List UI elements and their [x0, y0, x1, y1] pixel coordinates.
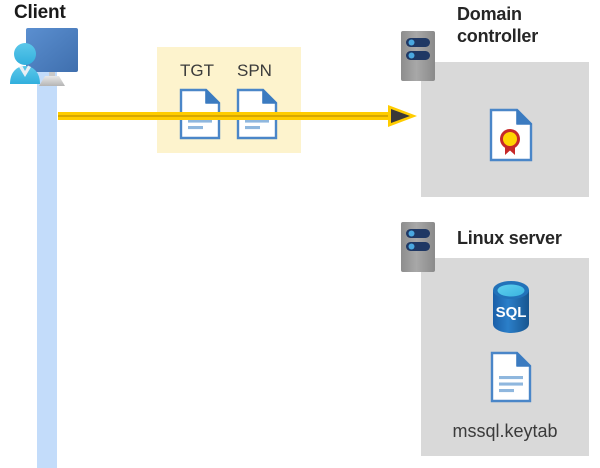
client-lifeline [37, 62, 57, 468]
certificate-document-icon [489, 108, 533, 167]
domain-controller-server-rack-icon [401, 31, 435, 81]
sql-badge-text: SQL [496, 304, 527, 321]
arrow-right-icon [58, 104, 418, 128]
linux-server-title: Linux server [457, 228, 562, 248]
spn-label: SPN [237, 61, 272, 80]
tgt-label: TGT [180, 61, 214, 80]
keytab-filename-label: mssql.keytab [452, 421, 558, 441]
sql-database-icon: SQL [487, 281, 535, 338]
user-at-monitor-icon [8, 26, 94, 92]
domain-controller-title: Domain controller [457, 4, 539, 46]
linux-server-rack-icon [401, 222, 435, 272]
token-callout-box: TGT SPN [157, 47, 301, 153]
keytab-document-icon [490, 351, 532, 408]
client-label: Client [14, 2, 66, 23]
spn-document-icon [236, 88, 278, 145]
